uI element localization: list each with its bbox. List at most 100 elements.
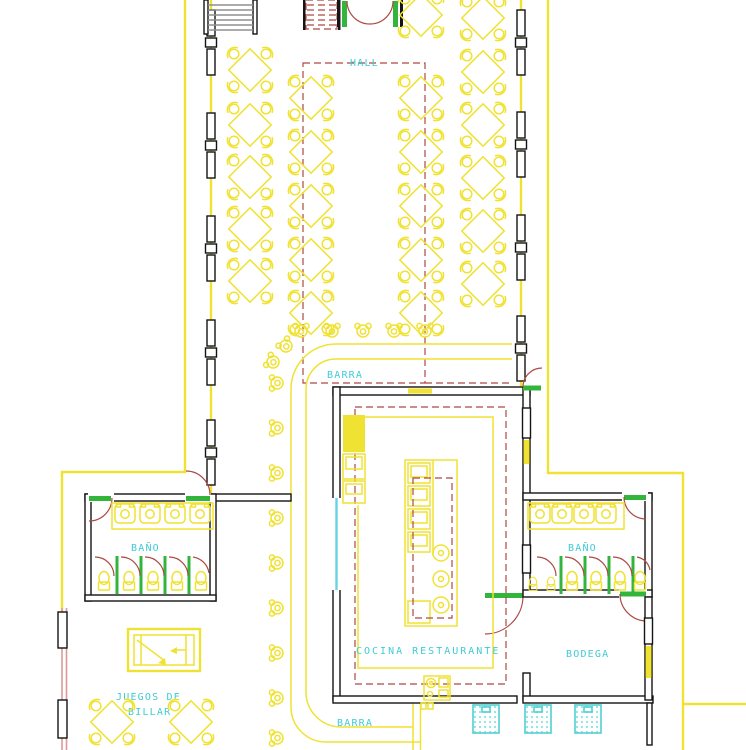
dining-table xyxy=(396,235,447,286)
door-swing-arc xyxy=(88,497,113,522)
bar-stool xyxy=(268,509,284,527)
dining-table xyxy=(458,153,509,204)
dining-table xyxy=(396,181,447,232)
window-group xyxy=(204,319,218,386)
door-swing-arc xyxy=(185,470,211,496)
toilet xyxy=(170,570,184,591)
bar-label-bottom: BARRA xyxy=(337,718,373,729)
bar-counter-end xyxy=(412,702,422,750)
sink xyxy=(114,503,136,524)
door-leaf xyxy=(393,1,398,27)
stair-rail xyxy=(303,0,306,30)
stair-treads xyxy=(208,4,253,31)
sink xyxy=(595,503,617,524)
toilet xyxy=(633,570,647,591)
dining-table xyxy=(458,259,509,310)
bodega: BODEGA xyxy=(566,596,654,746)
billiards-tables xyxy=(87,697,217,748)
dining-table xyxy=(286,181,337,232)
dining-tables xyxy=(225,0,509,338)
window-group xyxy=(204,215,218,282)
sink xyxy=(529,503,551,524)
kitchen-label: COCINA RESTAURANTE xyxy=(356,646,500,657)
bodega-label: BODEGA xyxy=(566,649,609,660)
staircase-emergency xyxy=(303,0,341,30)
toilet xyxy=(97,570,111,591)
bathroom-right: BAÑO xyxy=(522,492,653,622)
bar-counter-outer xyxy=(290,343,512,743)
door-leaf xyxy=(523,385,541,391)
entrance-double-door xyxy=(337,0,403,27)
bar-stool xyxy=(268,689,284,707)
dining-table xyxy=(396,288,447,339)
wall-stub xyxy=(646,702,653,746)
dining-table xyxy=(225,256,276,307)
stove-appliance xyxy=(420,675,451,710)
hall-area: HALL xyxy=(225,0,512,384)
sink xyxy=(573,503,595,524)
dining-table xyxy=(396,0,447,40)
crate xyxy=(472,704,500,734)
sink-counter xyxy=(111,502,214,530)
kitchen-boundary-dashed xyxy=(354,406,507,685)
window-yellow xyxy=(523,440,530,464)
bar-label-top: BARRA xyxy=(327,370,363,381)
dining-table xyxy=(458,206,509,257)
crate xyxy=(524,704,552,734)
window-group xyxy=(514,214,528,281)
dining-table xyxy=(225,45,276,96)
dining-table xyxy=(396,73,447,124)
bar-stool xyxy=(268,419,284,437)
stall-door-arcs xyxy=(536,556,651,577)
billiard-table xyxy=(126,627,202,673)
window-group xyxy=(204,419,218,486)
stair-rail xyxy=(203,0,209,35)
window xyxy=(521,544,532,574)
door-swing-arc xyxy=(623,496,647,520)
kitchen-island xyxy=(404,459,458,627)
outer-wall-right xyxy=(546,0,685,750)
crate xyxy=(574,704,602,734)
toilet xyxy=(194,570,208,591)
dining-table xyxy=(166,697,217,748)
sink xyxy=(189,503,211,524)
sink xyxy=(551,503,573,524)
bar-stool xyxy=(354,322,372,338)
kitchen: COCINA RESTAURANTE xyxy=(331,367,654,710)
window-group xyxy=(204,112,218,179)
dining-table xyxy=(286,235,337,286)
door-leaf xyxy=(624,495,646,500)
stall-door-arcs xyxy=(94,556,210,577)
bar-stool xyxy=(268,374,284,392)
window-yellow xyxy=(645,646,652,678)
stair-treads xyxy=(307,4,336,26)
toilet xyxy=(589,570,603,591)
toilets xyxy=(528,570,647,592)
bathroom-left: BAÑO xyxy=(84,470,292,602)
dining-table xyxy=(225,152,276,203)
dining-table xyxy=(396,127,447,178)
stair-rail xyxy=(252,0,258,35)
bar-stool xyxy=(268,644,284,662)
window-group xyxy=(514,315,528,382)
island-boundary-dashed xyxy=(412,477,453,619)
door-swing-arc xyxy=(484,595,524,635)
bar-stool xyxy=(385,322,403,338)
staircase-left xyxy=(203,0,258,35)
toilet xyxy=(122,570,136,591)
outer-wall-left xyxy=(60,0,187,612)
bar-stool xyxy=(268,464,284,482)
door-swing-arc xyxy=(346,0,394,25)
bodega-wall-bottom xyxy=(522,695,654,704)
door-jamb xyxy=(337,0,340,27)
door-swing-arc xyxy=(619,593,648,622)
billiards-label-line1: JUEGOS DE xyxy=(116,692,181,703)
toilet xyxy=(613,570,627,591)
window xyxy=(643,617,654,645)
bar-stool xyxy=(292,322,310,338)
refrigerator xyxy=(343,415,365,452)
dining-table xyxy=(458,0,509,43)
dining-table xyxy=(87,697,138,748)
